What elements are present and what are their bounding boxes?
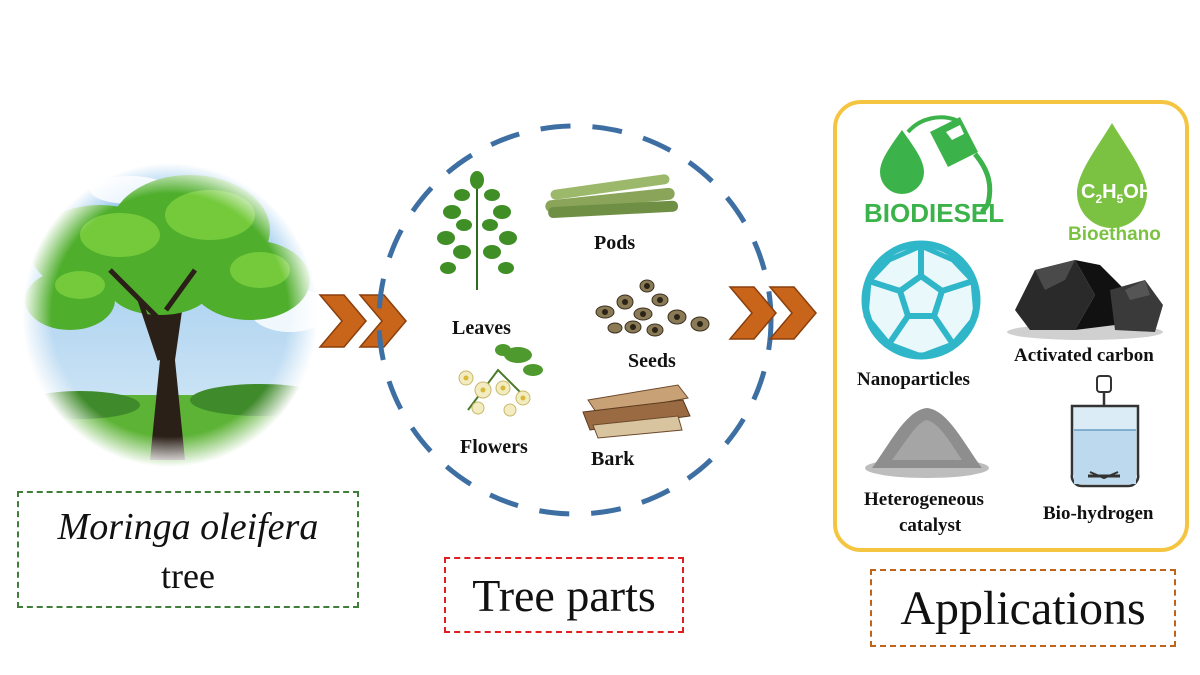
application-label-catalyst-line1: Heterogeneous	[864, 489, 984, 510]
bioethanol-formula-oh: OH	[1123, 181, 1153, 203]
application-label-bio-hydrogen: Bio-hydrogen	[1043, 503, 1154, 524]
bioethanol-formula-c: C	[1081, 181, 1095, 203]
pods-icon	[545, 174, 679, 218]
tree-part-label-pods: Pods	[594, 232, 636, 254]
tree-part-label-seeds: Seeds	[628, 350, 676, 372]
tree-caption-box: Moringa oleifera tree	[17, 491, 359, 608]
powder-icon	[865, 408, 989, 478]
applications-panel	[833, 100, 1189, 552]
bioethanol-formula-h-sub: 5	[1117, 192, 1124, 206]
svg-text:C2H5OH: C2H5OH	[1081, 181, 1153, 206]
bioethanol-formula-h: H	[1102, 181, 1116, 203]
charcoal-icon	[1007, 260, 1163, 340]
applications-caption: Applications	[900, 582, 1146, 635]
application-label-nanoparticles: Nanoparticles	[857, 369, 970, 390]
moringa-tree-image	[20, 160, 320, 470]
leaves-icon	[437, 171, 517, 290]
arrow-chevrons-2	[728, 286, 817, 340]
biodiesel-fuel-pump-icon: BIODIESEL	[864, 115, 1004, 228]
applications-caption-box: Applications	[870, 569, 1176, 647]
tree-species-name: Moringa oleifera	[57, 506, 319, 548]
flowers-icon	[458, 344, 543, 417]
application-label-catalyst-line2: catalyst	[899, 515, 962, 536]
reactor-icon	[1070, 375, 1140, 488]
bioethanol-drop-icon: C2H5OH Bioethanol	[1068, 123, 1162, 245]
tree-parts-caption-box: Tree parts	[444, 557, 684, 633]
biodiesel-logo-text: BIODIESEL	[864, 198, 1004, 228]
arrow-chevrons-1	[318, 294, 407, 348]
tree-part-label-bark: Bark	[591, 448, 635, 470]
fullerene-icon	[861, 240, 981, 360]
tree-part-label-flowers: Flowers	[460, 436, 528, 458]
bioethanol-label: Bioethanol	[1068, 224, 1162, 245]
bioethanol-formula-c-sub: 2	[1095, 192, 1102, 206]
tree-part-label-leaves: Leaves	[452, 317, 511, 339]
bark-icon	[582, 384, 691, 439]
tree-caption-rest: tree	[161, 556, 215, 596]
tree-parts-caption: Tree parts	[472, 570, 656, 621]
seeds-icon	[595, 279, 710, 337]
application-label-activated-carbon: Activated carbon	[1014, 345, 1154, 366]
